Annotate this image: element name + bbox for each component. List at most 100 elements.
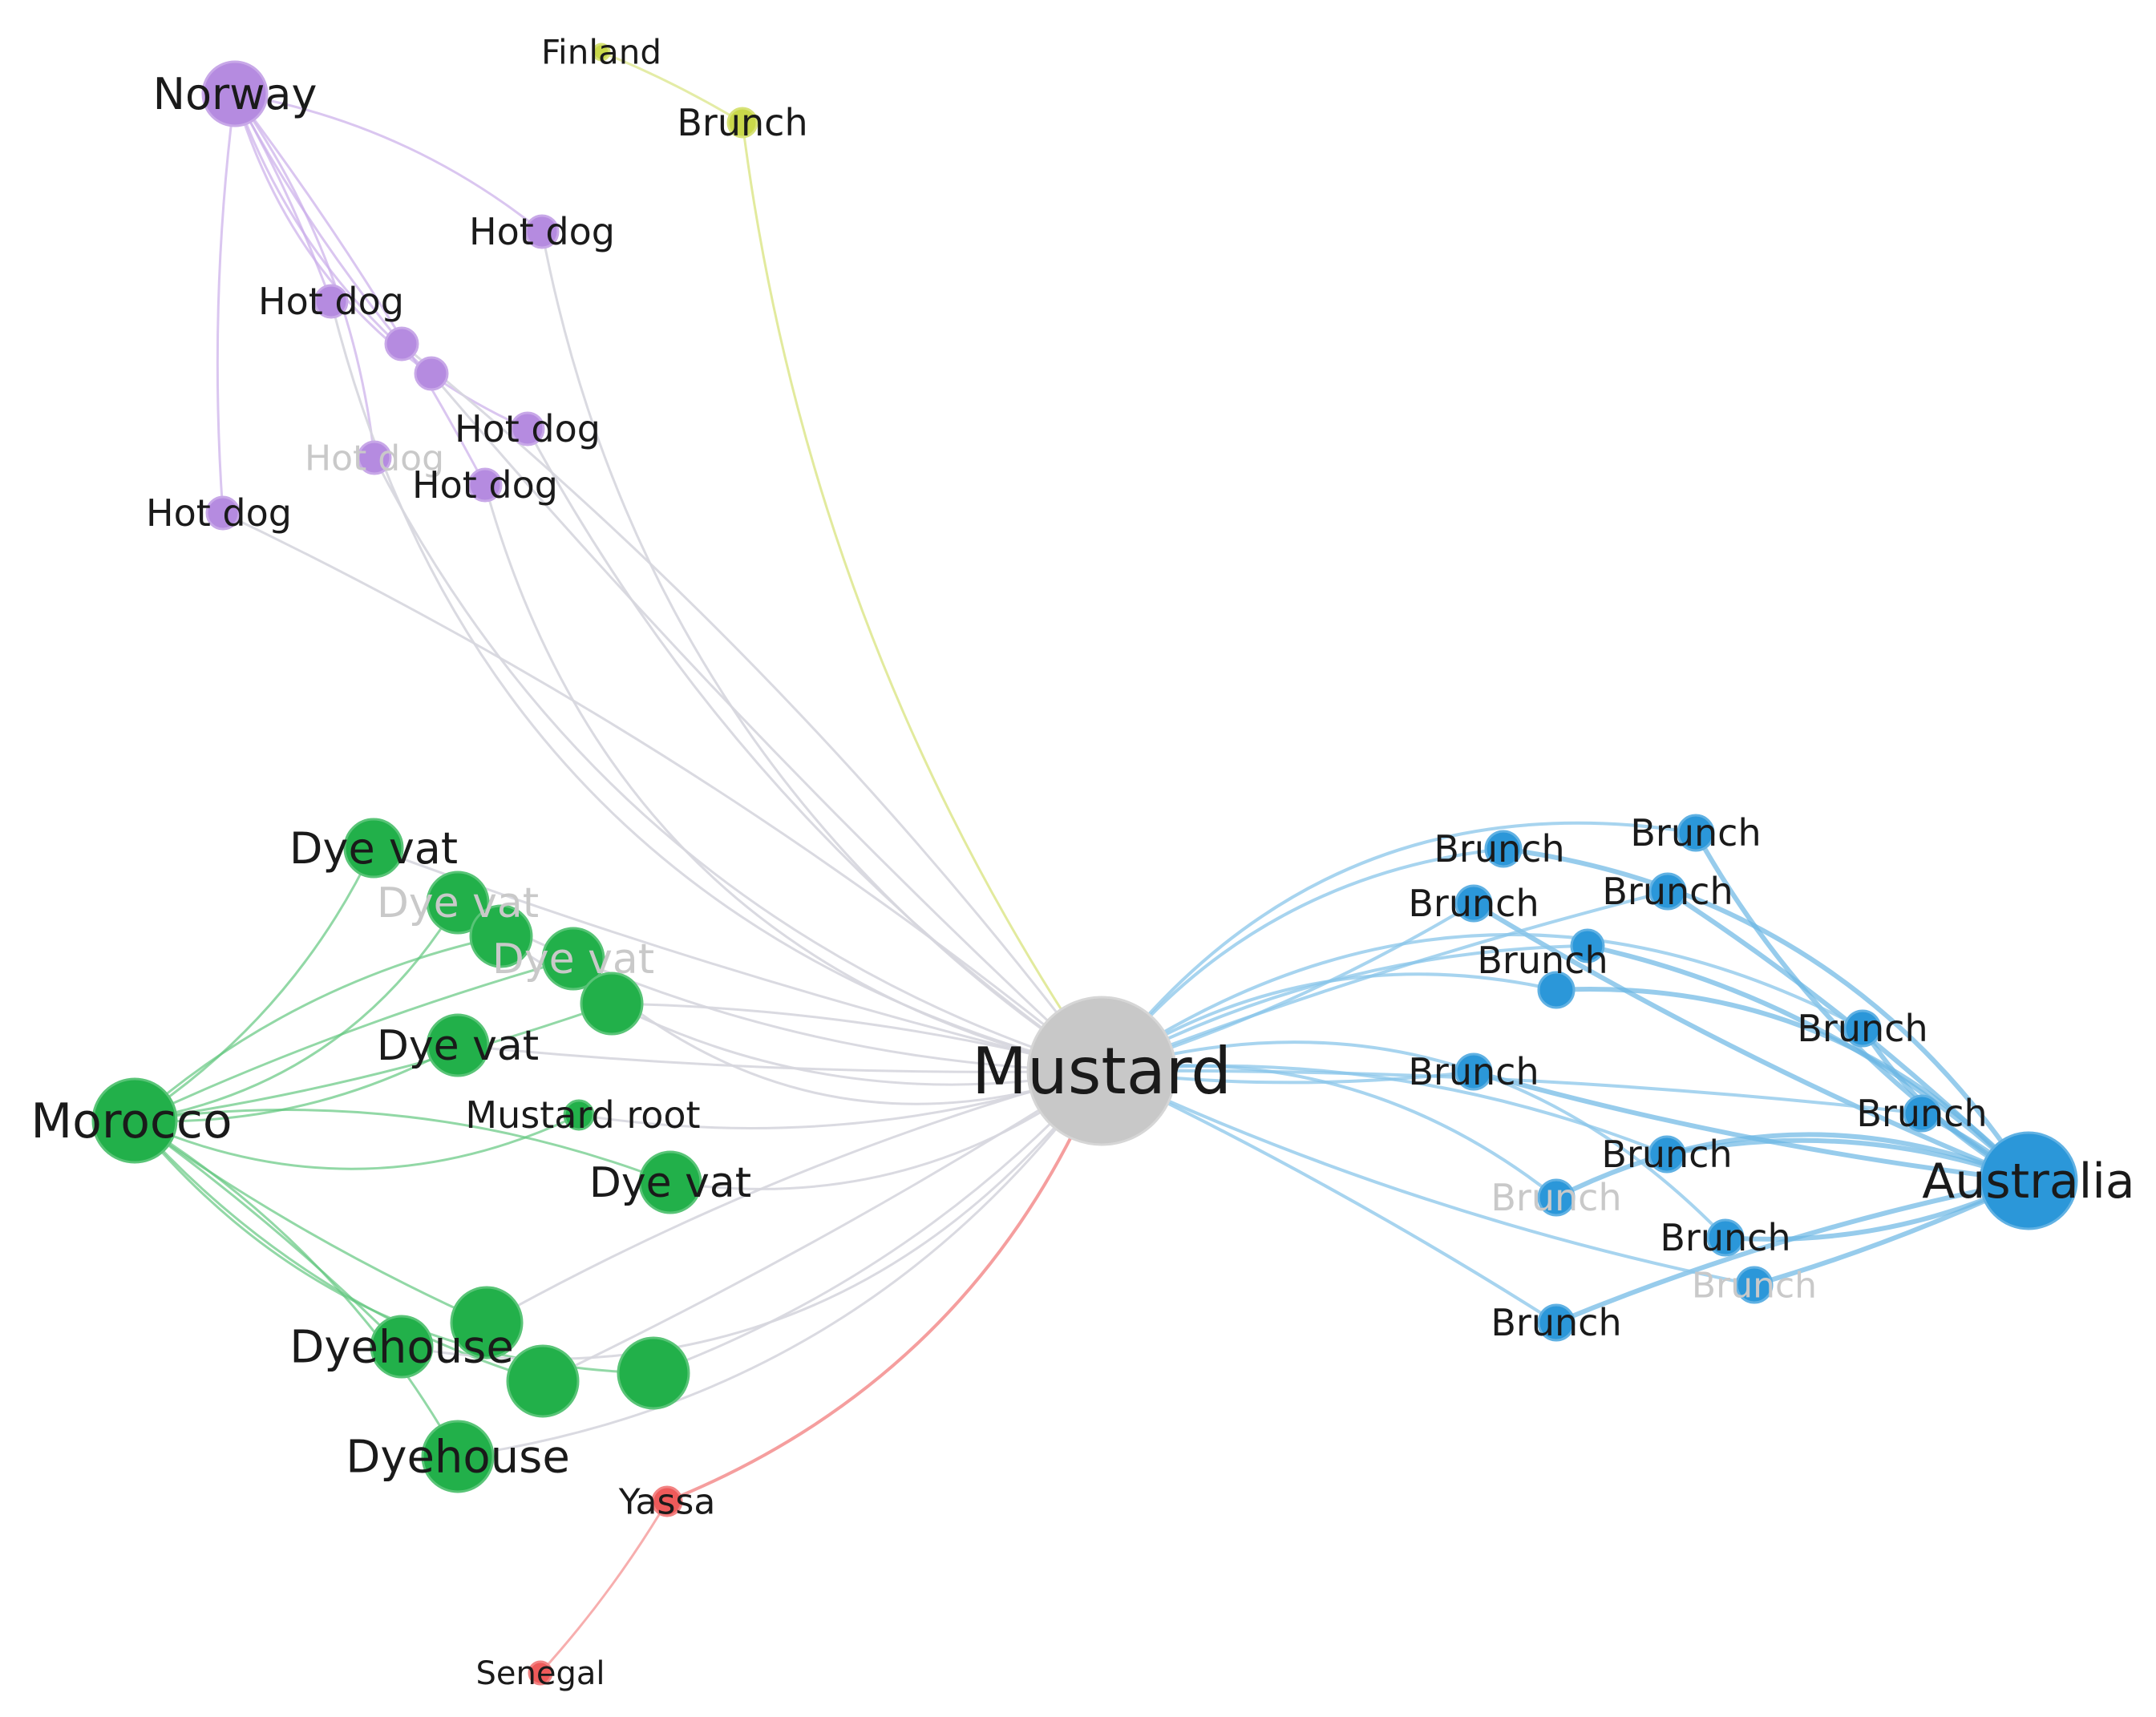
node-dyehouse2[interactable] [421,1420,495,1493]
edge-brunch12-mustard [1100,1040,1727,1239]
node-hotdog7[interactable] [467,467,503,503]
label-hotdog8: Hot dog [146,491,292,535]
node-morocco[interactable] [91,1077,178,1164]
label-dyevat2: Dye vat [377,879,539,927]
label-hotdog7: Hot dog [412,463,558,507]
node-hotdog4[interactable] [414,356,449,391]
node-brunch7[interactable] [1843,1009,1882,1048]
label-brunch_fi: Brunch [677,101,807,144]
edge-morocco-green_a [133,1119,488,1324]
edge-brunch7-mustard [1100,932,1864,1073]
edge-morocco-dyevat7 [133,1109,672,1184]
label-finland: Finland [541,33,661,72]
edge-norway-hotdog3 [233,92,403,345]
label-dyevat7: Dye vat [589,1159,751,1207]
label-brunch3: Brunch [1408,882,1539,925]
label-mustard: Mustard [972,1034,1232,1109]
edge-hotdog8-mustard [221,511,1103,1073]
node-hotdog6[interactable] [357,440,392,475]
node-brunch2[interactable] [1677,814,1715,852]
edge-hotdog6-mustard [373,456,1103,1073]
node-brunch_fi[interactable] [726,107,758,139]
edge-morocco-dyevat6 [133,1044,459,1123]
edge-brunch2-mustard [1100,821,1697,1073]
node-dyevat6[interactable] [426,1013,490,1077]
node-green_a[interactable] [450,1286,524,1359]
edge-brunch4-mustard [1100,890,1669,1073]
node-mustardroot[interactable] [563,1099,595,1131]
node-dyevat7[interactable] [638,1150,702,1214]
node-brunch14[interactable] [1537,1303,1576,1342]
edge-australia-brunch6 [1554,987,2031,1183]
label-brunch14: Brunch [1491,1301,1621,1344]
edge-morocco-mustardroot [133,1113,580,1170]
node-green_b[interactable] [506,1344,580,1418]
label-brunch8: Brunch [1408,1050,1539,1093]
node-norway[interactable] [201,60,269,127]
node-green_c[interactable] [617,1336,690,1410]
node-brunch8[interactable] [1454,1052,1493,1091]
label-hotdog2: Hot dog [258,280,404,323]
node-australia[interactable] [1979,1131,2078,1230]
label-brunch6: Brunch [1477,939,1608,982]
node-dyevat4[interactable] [541,927,605,991]
edge-morocco-dyevat5 [133,1002,613,1122]
edge-australia-brunch11 [1554,1132,2031,1200]
label-dyevat4: Dye vat [492,935,654,984]
node-brunch4[interactable] [1648,872,1687,911]
node-hotdog1[interactable] [524,214,560,249]
edge-morocco-dyevat2 [133,901,459,1122]
node-dyevat1[interactable] [343,818,404,879]
edge-australia-brunch5 [1585,943,2031,1183]
edge-norway-hotdog5 [233,92,529,430]
node-brunch5[interactable] [1570,928,1605,964]
node-brunch11[interactable] [1537,1178,1576,1217]
node-mustard[interactable] [1026,996,1177,1146]
node-brunch13[interactable] [1735,1266,1774,1304]
edge-green_c-mustard [652,1069,1103,1375]
edge-dyevat6-mustard [456,1044,1103,1073]
node-hotdog8[interactable] [205,495,241,531]
edge-hotdog7-mustard [483,483,1103,1073]
node-dyevat2[interactable] [426,871,490,935]
label-brunch1: Brunch [1434,827,1564,871]
edge-norway-hotdog8 [216,92,237,515]
edge-yassa-mustard [665,1069,1103,1503]
node-finland[interactable] [592,42,611,62]
node-brunch1[interactable] [1484,830,1523,868]
label-australia: Australia [1922,1153,2134,1210]
label-brunch11: Brunch [1491,1176,1621,1219]
node-hotdog3[interactable] [384,326,419,362]
edge-hotdog4-mustard [430,372,1103,1073]
label-brunch10: Brunch [1601,1133,1732,1176]
label-dyehouse1: Dyehouse [289,1322,514,1374]
nodes-layer [91,42,2078,1686]
edge-senegal-yassa [539,1500,669,1675]
label-morocco: Morocco [30,1093,232,1149]
node-brunch10[interactable] [1648,1135,1686,1174]
node-brunch6[interactable] [1537,971,1576,1009]
node-dyevat5[interactable] [580,972,644,1036]
edge-morocco-green_b [133,1119,544,1383]
edge-brunch13-mustard [1100,1069,1756,1287]
node-brunch3[interactable] [1454,884,1493,923]
node-yassa[interactable] [651,1485,683,1517]
label-dyevat6: Dye vat [377,1022,539,1070]
edge-norway-hotdog1 [233,92,544,233]
label-dyehouse2: Dyehouse [346,1432,570,1484]
node-hotdog2[interactable] [313,284,349,319]
label-brunch13: Brunch [1692,1265,1817,1306]
node-brunch9[interactable] [1903,1094,1941,1133]
node-dyehouse1[interactable] [370,1315,434,1379]
node-senegal[interactable] [528,1660,553,1686]
node-hotdog5[interactable] [510,411,545,446]
edge-morocco-dyehouse2 [133,1119,459,1458]
edge-green_b-mustard [541,1069,1103,1383]
label-brunch4: Brunch [1602,870,1733,913]
node-brunch12[interactable] [1706,1218,1745,1257]
label-brunch2: Brunch [1630,811,1761,854]
label-mustardroot: Mustard root [465,1093,700,1137]
node-dyevat3[interactable] [469,904,533,968]
